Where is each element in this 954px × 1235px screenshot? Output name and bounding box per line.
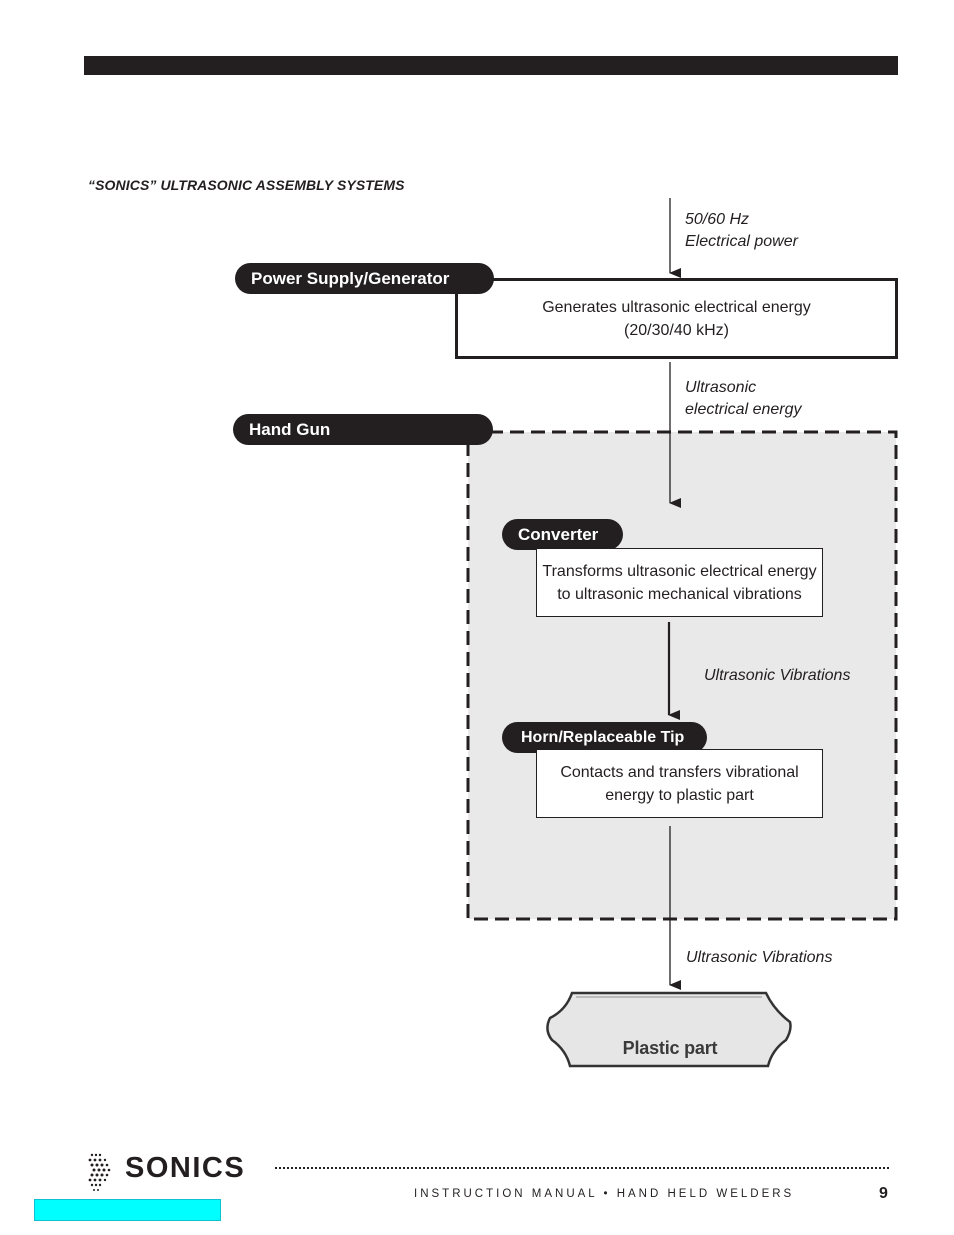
horn-pill: Horn/Replaceable Tip	[502, 722, 707, 753]
horn-box: Contacts and transfers vibrational energ…	[536, 749, 823, 818]
hand-gun-title: Hand Gun	[249, 419, 331, 439]
manual-footer-text: INSTRUCTION MANUAL • HAND HELD WELDERS	[414, 1188, 795, 1200]
converter-line1: Transforms ultrasonic electrical energy	[542, 562, 817, 580]
hand-gun-region	[466, 430, 898, 921]
converter-title: Converter	[518, 524, 599, 544]
power-supply-box-border	[455, 278, 898, 359]
brand-name: SONICS	[125, 1152, 246, 1184]
accent-strip	[34, 1199, 221, 1221]
input-power-label-line1: 50/60 Hz	[685, 211, 750, 228]
vibrations-label-2: Ultrasonic Vibrations	[686, 949, 833, 966]
input-power-label: 50/60 Hz Electrical power	[685, 209, 798, 253]
hand-gun-pill: Hand Gun	[233, 414, 493, 445]
page-number: 9	[879, 1185, 888, 1202]
energy-label: Ultrasonic electrical energy	[685, 377, 802, 421]
section-title: “SONICS” ULTRASONIC ASSEMBLY SYSTEMS	[88, 177, 405, 193]
power-supply-title: Power Supply/Generator	[251, 268, 450, 288]
sonics-logo-icon	[88, 1153, 111, 1191]
footer-dotted-rule	[275, 1167, 889, 1169]
input-power-label-line2: Electrical power	[685, 233, 798, 250]
converter-line2: to ultrasonic mechanical vibrations	[557, 585, 802, 603]
power-supply-box: Generates ultrasonic electrical energy (…	[459, 282, 894, 355]
plastic-part-shape	[546, 991, 792, 1068]
converter-box: Transforms ultrasonic electrical energy …	[536, 548, 823, 617]
power-supply-line1: Generates ultrasonic electrical energy	[542, 298, 811, 316]
horn-line2: energy to plastic part	[605, 786, 754, 804]
plastic-part-label: Plastic part	[622, 1038, 718, 1058]
vibrations-label-1: Ultrasonic Vibrations	[704, 667, 851, 684]
power-supply-pill: Power Supply/Generator	[235, 263, 494, 294]
horn-title: Horn/Replaceable Tip	[521, 728, 685, 746]
power-supply-line2: (20/30/40 kHz)	[624, 321, 729, 339]
energy-label-line1: Ultrasonic	[685, 379, 757, 396]
horn-line1: Contacts and transfers vibrational	[560, 763, 799, 781]
header-bar	[84, 56, 898, 75]
converter-pill: Converter	[502, 519, 623, 550]
energy-label-line2: electrical energy	[685, 401, 802, 418]
